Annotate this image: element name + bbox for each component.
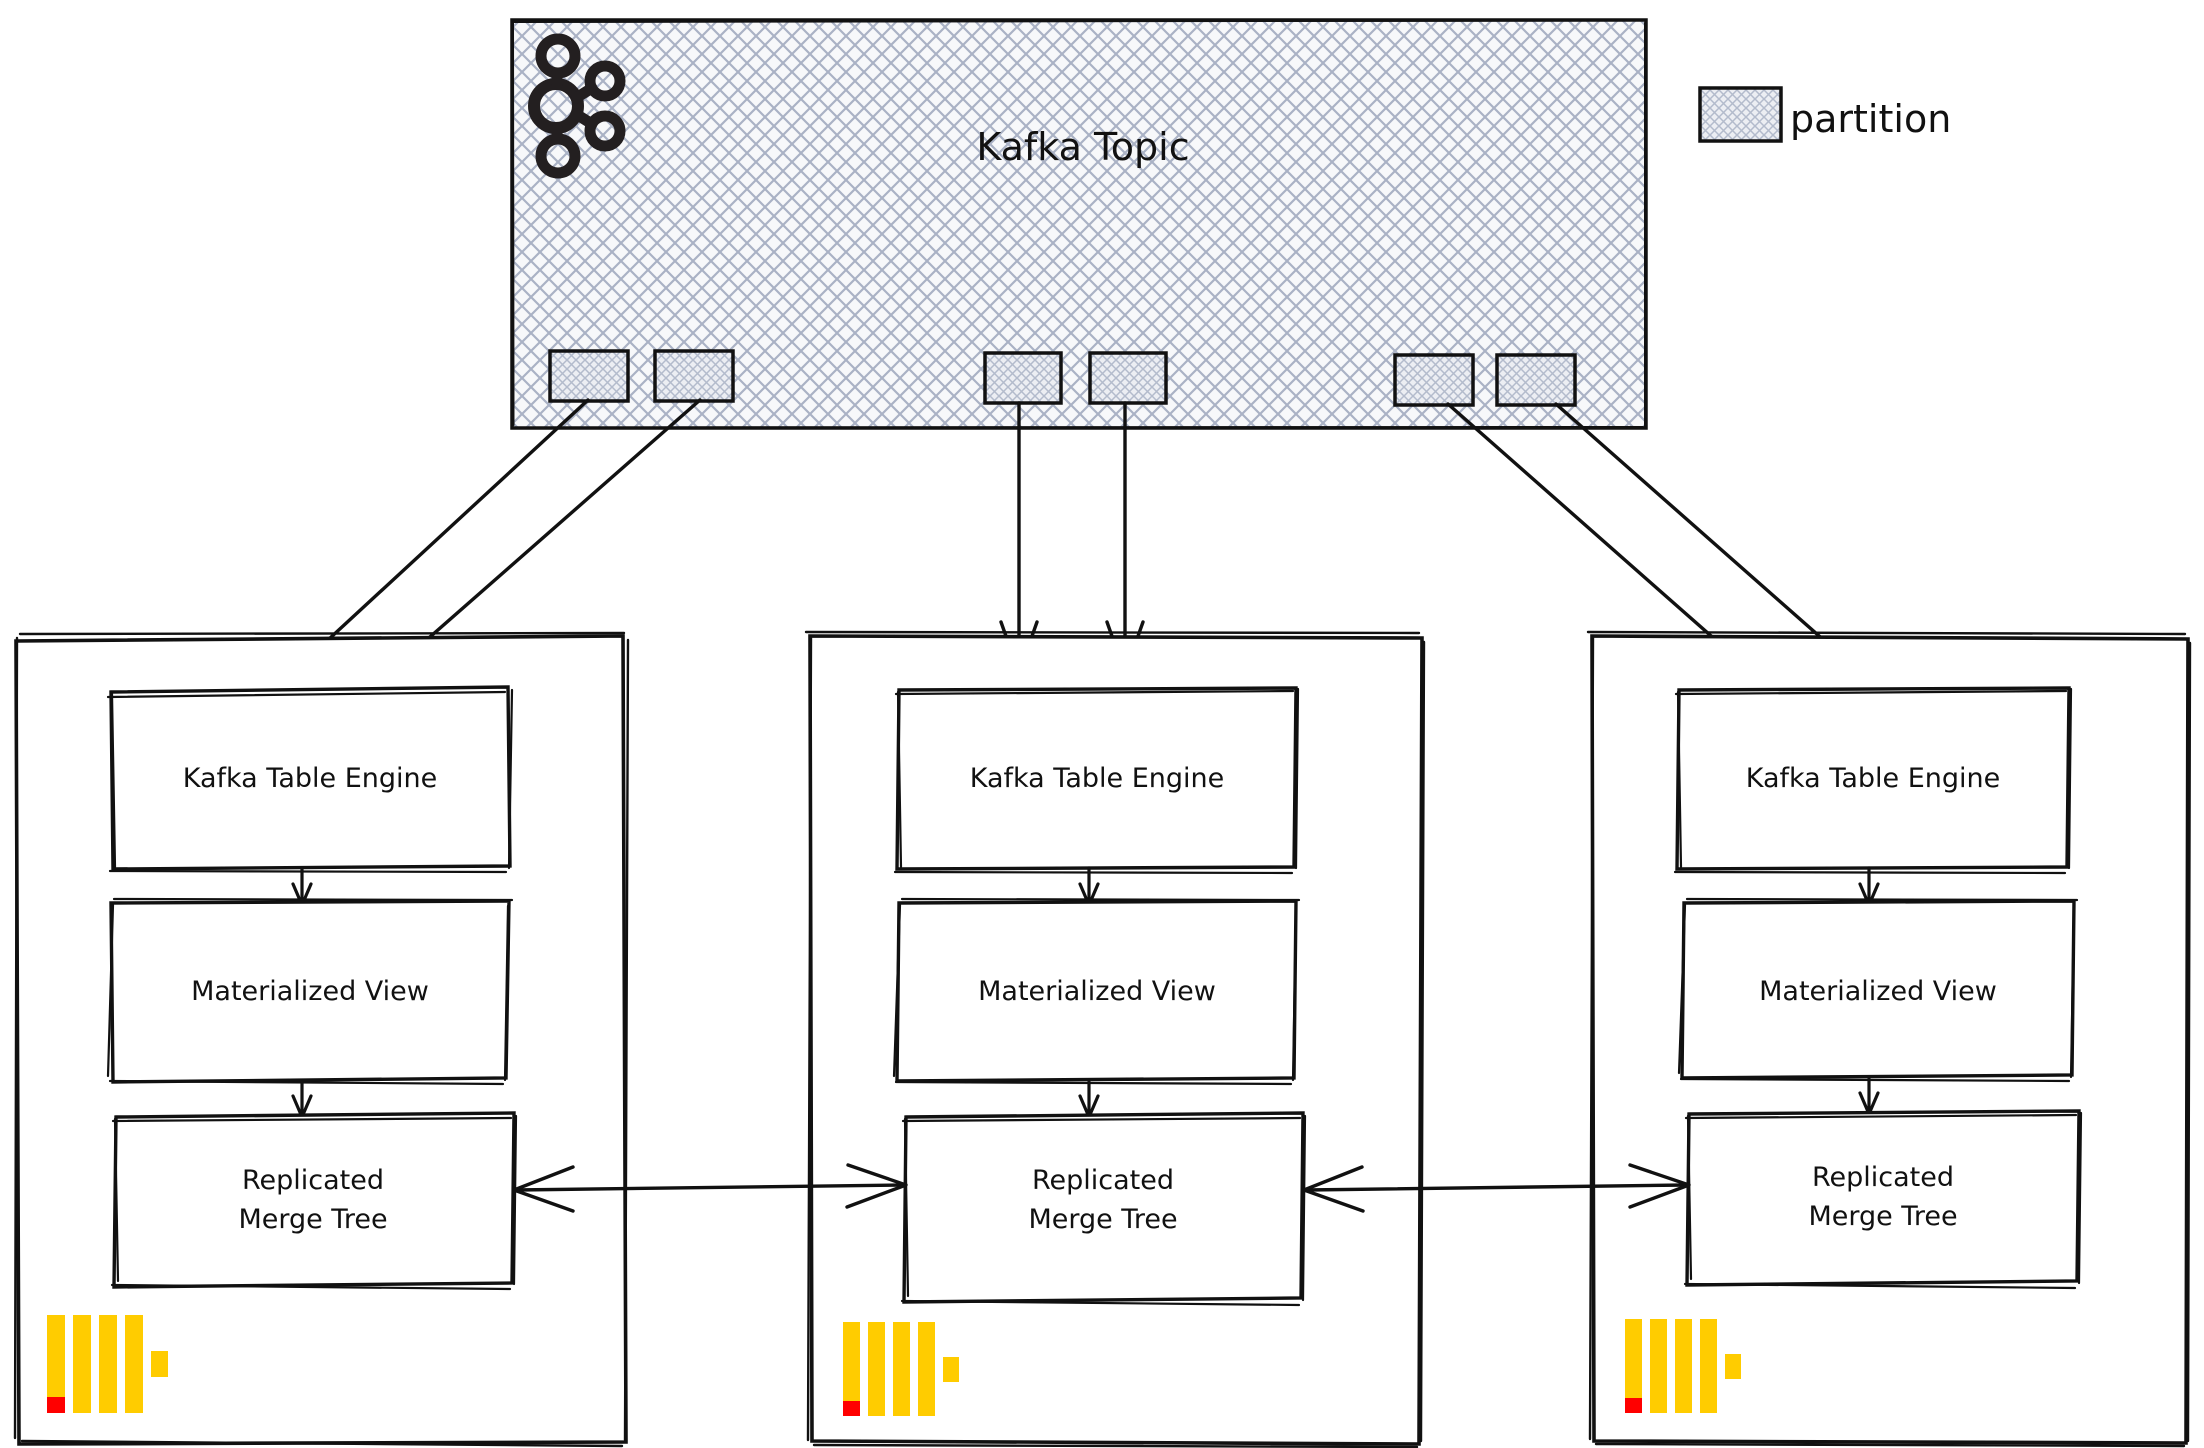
replicated-merge-tree-box: Replicated Merge Tree [1683, 1109, 2083, 1290]
legend: partition [1698, 86, 1951, 143]
kafka-table-engine-label: Kafka Table Engine [970, 763, 1225, 794]
kafka-logo [528, 33, 626, 179]
replicated-merge-tree-label-line2: Merge Tree [1808, 1201, 1957, 1232]
replicated-merge-tree-box: Replicated Merge Tree [900, 1111, 1307, 1307]
clickhouse-logo [843, 1322, 959, 1416]
kafka-table-engine-label: Kafka Table Engine [1746, 763, 2001, 794]
materialized-view-box: Materialized View [1677, 897, 2079, 1083]
partition-swatch [1698, 86, 1783, 143]
clickhouse-logo [47, 1315, 168, 1413]
cluster-region-1[interactable] [16, 633, 628, 1445]
merge-tree-replication-arrow [512, 1163, 908, 1213]
partition-chip[interactable] [1393, 353, 1475, 407]
materialized-view-label: Materialized View [191, 976, 429, 1007]
kafka-topic-title: Kafka Topic [976, 125, 1189, 169]
legend-label: partition [1790, 97, 1951, 141]
kafka-table-engine-box: Kafka Table Engine [893, 686, 1300, 875]
kafka-table-engine-box: Kafka Table Engine [106, 685, 514, 874]
materialized-view-label: Materialized View [978, 976, 1216, 1007]
replicated-merge-tree-box: Replicated Merge Tree [110, 1111, 518, 1291]
cluster-region-3[interactable] [1588, 632, 2190, 1446]
kafka-table-engine-box: Kafka Table Engine [1673, 686, 2073, 875]
replicated-merge-tree-label-line2: Merge Tree [238, 1204, 387, 1235]
partition-chip[interactable] [653, 349, 735, 403]
materialized-view-box: Materialized View [892, 897, 1301, 1086]
replicated-merge-tree-label-line2: Merge Tree [1028, 1204, 1177, 1235]
partition-chip[interactable] [548, 349, 630, 403]
kafka-table-engine-label: Kafka Table Engine [183, 763, 438, 794]
replicated-merge-tree-label-line1: Replicated [1812, 1162, 1954, 1193]
materialized-view-label: Materialized View [1759, 976, 1997, 1007]
materialized-view-box: Materialized View [106, 897, 514, 1086]
replicated-merge-tree-label-line1: Replicated [242, 1165, 384, 1196]
replicated-merge-tree-label-line1: Replicated [1032, 1165, 1174, 1196]
clickhouse-logo [1625, 1319, 1741, 1413]
partition-chip[interactable] [983, 351, 1063, 405]
kafka-topic-region[interactable] [512, 20, 1646, 428]
legend-region [1700, 88, 2040, 148]
partition-chip[interactable] [1088, 351, 1168, 405]
partition-chip[interactable] [1495, 353, 1577, 407]
merge-tree-replication-arrow [1302, 1163, 1691, 1213]
cluster-region-2[interactable] [806, 632, 1424, 1446]
